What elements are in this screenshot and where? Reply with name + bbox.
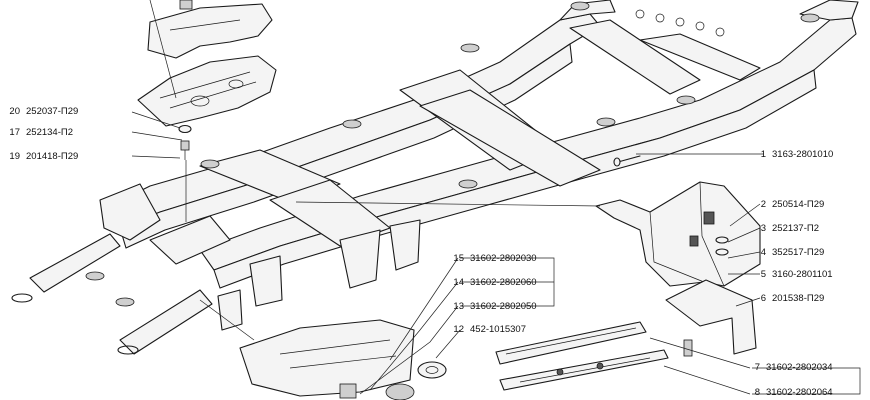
callout-part-number: 31602-2802064 xyxy=(766,387,833,398)
callout-number: 14 xyxy=(453,277,464,288)
callout-number: 1 xyxy=(760,149,766,160)
callout-part-number: 3163-2801010 xyxy=(772,149,834,160)
callout-7: 7 31602-2802034 xyxy=(746,362,833,373)
callout-part-number: 31602-2802034 xyxy=(766,362,833,373)
callout-13: 13 31602-2802050 xyxy=(450,301,537,312)
callout-part-number: 31602-2802050 xyxy=(470,301,537,312)
callout-8: 8 31602-2802064 xyxy=(746,387,833,398)
bracket-201538-p29 xyxy=(665,279,757,357)
heat-shield xyxy=(137,55,277,127)
callout-number: 6 xyxy=(760,293,766,304)
callout-number: 19 xyxy=(9,151,20,162)
guard-strip-lower xyxy=(499,349,669,391)
leader-lines xyxy=(131,0,861,395)
chassis-frame xyxy=(11,0,859,355)
callout-number: 17 xyxy=(9,127,20,138)
callout-19: 19 201418-П29 xyxy=(6,151,78,162)
callout-part-number: 352517-П29 xyxy=(772,247,825,258)
callout-14: 14 31602-2802060 xyxy=(450,277,537,288)
callout-6: 6 201538-П29 xyxy=(752,293,825,304)
callout-2: 2 250514-П29 xyxy=(752,199,825,210)
callout-number: 13 xyxy=(453,301,464,312)
callout-part-number: 252037-П29 xyxy=(26,106,79,117)
callout-number: 8 xyxy=(754,387,760,398)
callout-part-number: 31602-2802060 xyxy=(470,277,537,288)
callout-17: 17 252134-П2 xyxy=(6,127,73,138)
upper-shield-plate xyxy=(147,0,273,59)
callout-number: 4 xyxy=(760,247,766,258)
callout-4: 4 352517-П29 xyxy=(752,247,825,258)
callout-number: 7 xyxy=(754,362,760,373)
callout-3: 3 252137-П2 xyxy=(752,223,819,234)
callout-number: 3 xyxy=(760,223,766,234)
callout-part-number: 252137-П2 xyxy=(772,223,819,234)
callout-part-number: 201418-П29 xyxy=(26,151,79,162)
callout-part-number: 252134-П2 xyxy=(26,127,73,138)
bracket-3160-2801101 xyxy=(595,181,761,287)
callout-number: 5 xyxy=(760,269,766,280)
callout-15: 15 31602-2802030 xyxy=(450,253,537,264)
callout-number: 20 xyxy=(9,106,20,117)
callout-part-number: 31602-2802030 xyxy=(470,253,537,264)
callout-number: 12 xyxy=(453,324,464,335)
callout-1: 1 3163-2801010 xyxy=(752,149,834,160)
washer-bolt-stack xyxy=(178,124,192,160)
guard-strip-upper xyxy=(495,321,647,365)
skid-plate-31602-2802030 xyxy=(239,319,415,400)
callout-part-number: 250514-П29 xyxy=(772,199,825,210)
callout-number: 2 xyxy=(760,199,766,210)
callout-20: 20 252037-П29 xyxy=(6,106,78,117)
callout-part-number: 452-1015307 xyxy=(470,324,526,335)
callout-part-number: 3160-2801101 xyxy=(772,269,833,280)
washer-452-1015307 xyxy=(417,361,447,379)
callout-12: 12 452-1015307 xyxy=(450,324,526,335)
callout-number: 15 xyxy=(453,253,464,264)
callout-5: 5 3160-2801101 xyxy=(752,269,833,280)
callout-part-number: 201538-П29 xyxy=(772,293,825,304)
